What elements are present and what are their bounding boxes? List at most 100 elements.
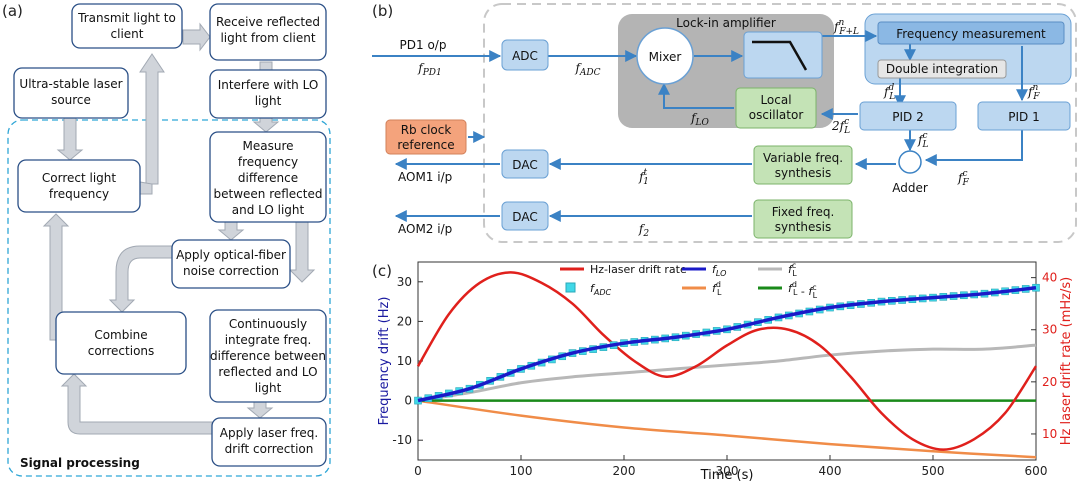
x-tick-label-0: 0: [414, 464, 422, 478]
box-transmit: Transmit light to client: [71, 3, 183, 49]
panel-b: (b) PD1 o/p fPD1 ADC: [372, 2, 1077, 243]
box-laser: Ultra-stable laser source: [13, 67, 129, 119]
adder-label: Adder: [892, 181, 928, 195]
dac2-label: DAC: [512, 210, 537, 224]
box-combine-line2: corrections: [88, 344, 155, 358]
x-tick-label-5: 500: [922, 464, 945, 478]
local-osc-line2: oscillator: [749, 108, 804, 122]
panel-a-label: (a): [2, 2, 23, 20]
pd1-label: PD1 o/p: [400, 38, 447, 52]
fixed-synth-block: Fixed freq. synthesis: [753, 199, 853, 239]
mixer-label: Mixer: [649, 50, 682, 64]
box-measure: Measure frequency difference between ref…: [209, 131, 327, 223]
box-interfere-line1: Interfere with LO: [218, 78, 319, 92]
y-tick-label-3: 20: [397, 314, 412, 328]
box-integrate-line1: Continuously: [229, 317, 307, 331]
pid1-label: PID 1: [1008, 110, 1039, 124]
f-adc-label: fADC: [574, 61, 600, 78]
lockin-label: Lock-in amplifier: [676, 16, 776, 30]
panel-b-label: (b): [372, 2, 393, 20]
fixed-synth-line1: Fixed freq.: [772, 205, 835, 219]
box-drift: Apply laser freq. drift correction: [211, 417, 327, 467]
box-transmit-line2: client: [111, 27, 144, 41]
signal-wires: [372, 30, 1028, 222]
y2-tick-label-0: 10: [1042, 427, 1057, 441]
box-integrate-line4: reflected and LO: [218, 365, 317, 379]
signal-processing-region: [7, 119, 331, 477]
box-integrate-line3: difference between: [210, 349, 326, 363]
box-measure-line3: difference: [238, 171, 298, 185]
rb-clock-block: Rb clock reference: [385, 119, 467, 155]
x-tick-label-4: 400: [819, 464, 842, 478]
box-measure-line2: frequency: [238, 155, 298, 169]
box-receive-line1: Receive reflected: [216, 15, 320, 29]
x-tick-label-6: 600: [1025, 464, 1048, 478]
box-fiber: Apply optical-fiber noise correction: [171, 239, 291, 289]
dac2-block: DAC: [501, 201, 549, 231]
box-laser-line2: source: [51, 93, 91, 107]
freq-meas-label: Frequency measurement: [896, 27, 1046, 41]
y2-tick-label-1: 20: [1042, 375, 1057, 389]
double-int-block: Double integration: [877, 59, 1007, 79]
box-integrate-line2: integrate freq.: [225, 333, 312, 347]
y-tick-label-1: 0: [404, 394, 412, 408]
plot-frame: [417, 261, 1037, 461]
panel-a: (a) Signal processing Transmit light to …: [2, 2, 331, 477]
mixer-block: Mixer: [636, 27, 694, 85]
box-interfere-line2: light: [255, 94, 282, 108]
x-tick-label-3: 300: [716, 464, 739, 478]
dac1-block: DAC: [501, 149, 549, 179]
local-oscillator-block: Local oscillator: [735, 87, 817, 129]
box-fiber-line2: noise correction: [183, 264, 279, 278]
box-drift-line1: Apply laser freq.: [220, 426, 318, 440]
box-integrate-line5: light: [255, 381, 282, 395]
series-line-0: [417, 343, 1037, 403]
flow-arrows: [42, 22, 316, 435]
box-combine-line1: Combine: [94, 328, 147, 342]
flow-boxes: Transmit light to client Receive reflect…: [13, 3, 327, 467]
y-tick-label-0: -10: [392, 433, 412, 447]
box-correct-line2: frequency: [49, 187, 109, 201]
pid1-block: PID 1: [977, 101, 1071, 131]
box-correct: Correct light frequency: [17, 159, 141, 213]
legend-label-3: fADC: [590, 282, 612, 297]
pid2-label: PID 2: [892, 110, 923, 124]
box-measure-line5: and LO light: [232, 203, 305, 217]
aom1-label: AOM1 i/p: [398, 170, 452, 184]
box-measure-line4: between reflected: [213, 187, 322, 201]
fixed-synth-line2: synthesis: [775, 220, 832, 234]
box-transmit-line1: Transmit light to: [77, 11, 176, 25]
box-drift-line2: drift correction: [225, 442, 314, 456]
adder-block: Adder: [892, 150, 928, 195]
box-correct-line1: Correct light: [42, 171, 117, 185]
y-tick-label-2: 10: [397, 354, 412, 368]
rb-line2: reference: [397, 138, 454, 152]
box-laser-line1: Ultra-stable laser: [19, 77, 122, 91]
series-line-1: [417, 399, 1037, 459]
dac1-label: DAC: [512, 158, 537, 172]
legend-label-0: Hz-laser drift rate: [590, 263, 687, 276]
var-synth-line1: Variable freq.: [763, 151, 843, 165]
box-combine: Combine corrections: [55, 311, 187, 375]
box-receive: Receive reflected light from client: [209, 3, 327, 61]
electronics-region: [483, 3, 1077, 243]
double-int-label: Double integration: [886, 62, 998, 76]
legend-marker-3: [565, 282, 576, 293]
var-synth-line2: synthesis: [775, 166, 832, 180]
box-measure-line1: Measure: [243, 139, 294, 153]
x-tick-label-1: 100: [510, 464, 533, 478]
freq-meas-block: Frequency measurement: [877, 21, 1065, 45]
local-osc-line1: Local: [760, 93, 791, 107]
box-interfere: Interfere with LO light: [209, 69, 327, 119]
box-integrate: Continuously integrate freq. difference …: [209, 309, 327, 403]
lowpass-filter: [743, 31, 823, 79]
